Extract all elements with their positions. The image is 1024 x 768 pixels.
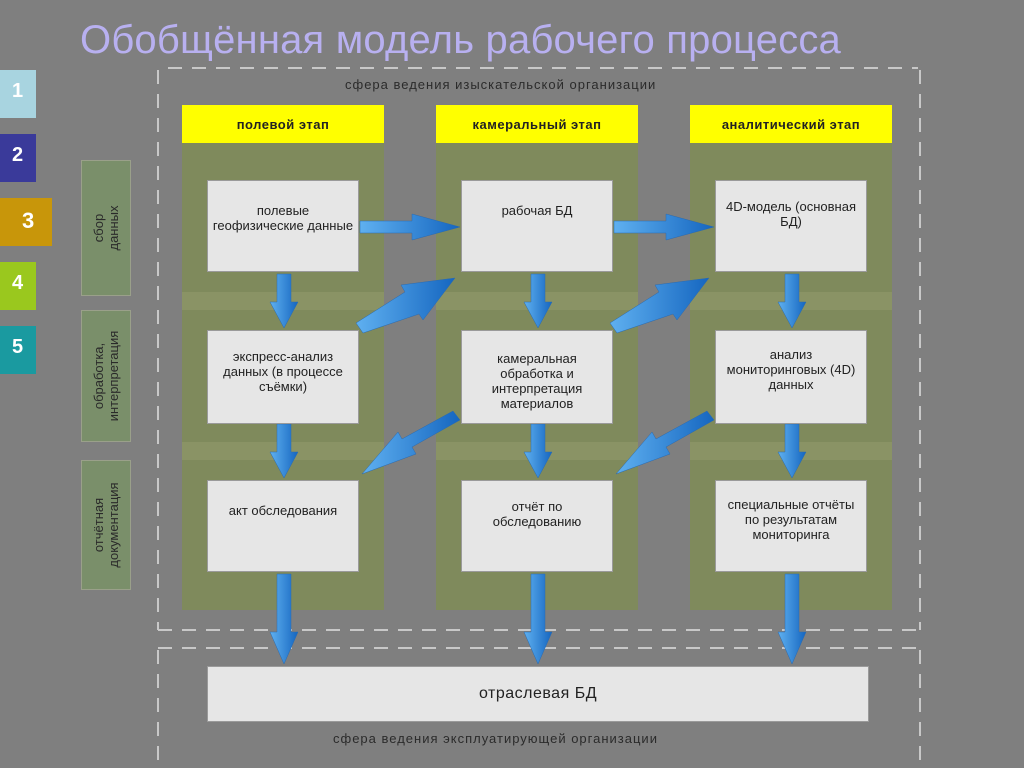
slide-tab-label: 5 — [12, 336, 24, 358]
arrow-office-to-4d — [609, 277, 710, 334]
slide-tab-label: 4 — [12, 272, 24, 294]
row-label-processing: обработка,интерпретация — [81, 310, 131, 442]
arrow-office-to-act — [361, 410, 461, 475]
box-field-data: полевые геофизические данные — [207, 180, 359, 272]
slide-tab-1[interactable]: 1 — [0, 70, 36, 118]
box-monitoring-analysis: анализ мониторинговых (4D) данных — [715, 330, 867, 424]
slide-tab-5[interactable]: 5 — [0, 326, 36, 374]
arrow-down-analytic-2 — [777, 423, 807, 479]
arrow-workdb-to-4d — [613, 213, 715, 241]
arrow-down-field-1 — [269, 273, 299, 329]
box-special-reports: специальные отчёты по результатам монито… — [715, 480, 867, 572]
arrow-down-office-3 — [523, 573, 553, 665]
slide-tab-label: 3 — [22, 208, 35, 233]
arrow-monitoring-to-report — [615, 410, 715, 475]
sphere-label-operating: сфера ведения эксплуатирующей организаци… — [333, 731, 658, 746]
arrow-down-field-3 — [269, 573, 299, 665]
box-express-analysis: экспресс-анализ данных (в процессе съёмк… — [207, 330, 359, 424]
arrow-down-analytic-1 — [777, 273, 807, 329]
arrow-down-analytic-3 — [777, 573, 807, 665]
box-office-processing: камеральная обработка и интерпретация ма… — [461, 330, 613, 424]
arrow-express-to-workdb — [355, 277, 456, 334]
stage-header-field: полевой этап — [182, 105, 384, 143]
box-4d-model: 4D-модель (основная БД) — [715, 180, 867, 272]
slide-tab-label: 1 — [12, 80, 24, 102]
box-inspection-act: акт обследования — [207, 480, 359, 572]
arrow-down-field-2 — [269, 423, 299, 479]
box-industry-db: отраслевая БД — [207, 666, 869, 722]
slide-tab-3[interactable]: 3 — [0, 198, 52, 246]
arrow-down-office-1 — [523, 273, 553, 329]
box-work-db: рабочая БД — [461, 180, 613, 272]
stage-header-analytic: аналитический этап — [690, 105, 892, 143]
slide-tab-label: 2 — [12, 144, 24, 166]
box-survey-report: отчёт по обследованию — [461, 480, 613, 572]
arrow-down-office-2 — [523, 423, 553, 479]
slide-tab-2[interactable]: 2 — [0, 134, 36, 182]
slide-tab-4[interactable]: 4 — [0, 262, 36, 310]
page-title: Обобщённая модель рабочего процесса — [80, 18, 841, 62]
sphere-label-survey: сфера ведения изыскательской организации — [345, 77, 657, 92]
arrow-field-to-workdb — [359, 213, 461, 241]
stage-header-office: камеральный этап — [436, 105, 638, 143]
